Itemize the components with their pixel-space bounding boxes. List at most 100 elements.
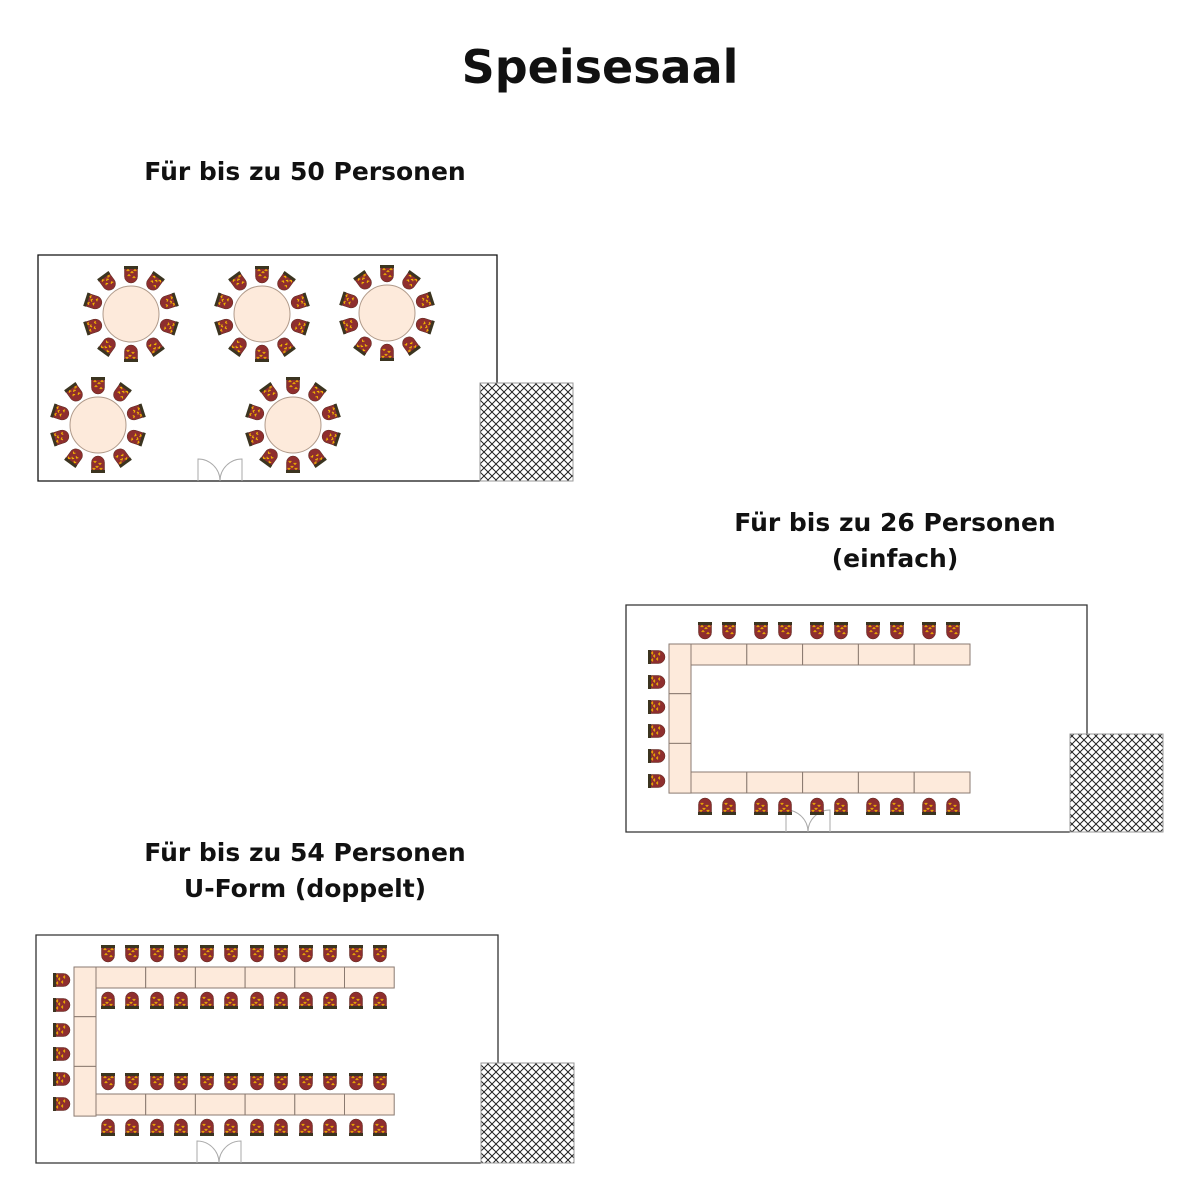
chair-pattern [325, 1075, 329, 1079]
chair-pattern [227, 1080, 231, 1084]
chair-seat [810, 623, 824, 640]
chair-pattern [232, 1130, 236, 1134]
chair-pattern [132, 356, 136, 360]
chair-pattern [60, 1005, 64, 1009]
chair-pattern [131, 351, 135, 355]
chair-pattern [124, 457, 128, 460]
chair-pattern [208, 1003, 212, 1007]
chair-pattern [362, 277, 365, 281]
chair-seat [224, 1074, 238, 1091]
chair-pattern [257, 1125, 261, 1129]
chair-pattern [315, 395, 319, 399]
chair-pattern [356, 998, 360, 1002]
chair-pattern [950, 807, 954, 811]
chair-pattern [780, 624, 784, 628]
chair-seat [125, 946, 139, 963]
chair-pattern [869, 629, 873, 633]
chair-pattern [306, 998, 310, 1002]
chair [380, 265, 394, 283]
chair-pattern [329, 1077, 333, 1081]
chair-pattern [57, 1002, 61, 1006]
chair-back [53, 998, 56, 1012]
chair [402, 270, 421, 290]
chair-pattern [348, 301, 351, 305]
chair-pattern [100, 345, 104, 349]
chair-pattern [128, 952, 132, 956]
chair-back [299, 1073, 313, 1076]
chair-pattern [115, 455, 119, 458]
chair-seat [54, 1072, 71, 1086]
chair-pattern [108, 345, 112, 348]
chair-pattern [98, 462, 102, 466]
chair-pattern [251, 1003, 255, 1007]
chair-pattern [277, 952, 281, 956]
chair-back [407, 345, 421, 356]
chair-seat [101, 1118, 115, 1135]
chair-pattern [954, 631, 958, 635]
chair-pattern [924, 802, 928, 806]
chair-pattern [263, 275, 267, 279]
chair [277, 271, 296, 291]
chair-pattern [148, 344, 152, 347]
chair-pattern [258, 273, 262, 277]
chair-seat [778, 797, 792, 814]
chair-pattern [872, 626, 876, 630]
chair-pattern [257, 998, 261, 1002]
chair-pattern [277, 1080, 281, 1084]
chair-pattern [231, 345, 235, 349]
chair-pattern [57, 1027, 61, 1031]
chair-pattern [136, 411, 140, 415]
chair-pattern [158, 1003, 162, 1007]
chair-pattern [259, 354, 263, 358]
chair-pattern [816, 626, 820, 630]
chair-back [250, 1006, 264, 1009]
chair-pattern [280, 1077, 284, 1081]
chair-pattern [226, 1075, 230, 1079]
chair-pattern [873, 804, 877, 808]
chair-pattern [275, 1003, 279, 1007]
chair-pattern [225, 1003, 229, 1007]
chair-back [125, 945, 139, 948]
chair-pattern [841, 804, 845, 808]
chair-pattern [320, 390, 324, 394]
chair-pattern [650, 701, 654, 705]
chair-seat [229, 337, 247, 356]
chair-pattern [763, 624, 767, 628]
chair-pattern [870, 807, 874, 811]
chair-pattern [305, 1077, 309, 1081]
chair-pattern [307, 954, 311, 958]
chair-pattern [425, 325, 428, 329]
chair-pattern [925, 629, 929, 633]
chair-pattern [180, 1077, 184, 1081]
chair-pattern [276, 947, 280, 951]
round-table [233, 285, 291, 343]
chair [648, 675, 666, 689]
chair-pattern [346, 297, 349, 301]
chair-pattern [301, 996, 305, 1000]
chair-pattern [381, 355, 385, 359]
chair-pattern [261, 270, 265, 274]
chair-pattern [276, 1075, 280, 1079]
chair-seat [946, 623, 960, 640]
chair-pattern [233, 947, 237, 951]
chair [200, 991, 214, 1009]
chair-seat [150, 946, 164, 963]
chair-pattern [345, 294, 348, 298]
chair-pattern [268, 389, 271, 393]
chair-pattern [949, 629, 953, 633]
chair-pattern [292, 381, 296, 385]
chair-pattern [153, 342, 157, 346]
chair-pattern [425, 299, 429, 303]
chair-pattern [282, 1082, 286, 1086]
table-segment [194, 966, 246, 989]
chair-pattern [163, 326, 167, 330]
chair-pattern [781, 629, 785, 633]
chair-back [101, 1073, 115, 1076]
chair-pattern [331, 411, 335, 415]
chair-pattern [110, 947, 114, 951]
chair-pattern [183, 1075, 187, 1079]
chair-pattern [819, 624, 823, 628]
chair-pattern [349, 319, 353, 323]
table-segment [913, 771, 971, 794]
page-title: Speisesaal [461, 40, 739, 94]
